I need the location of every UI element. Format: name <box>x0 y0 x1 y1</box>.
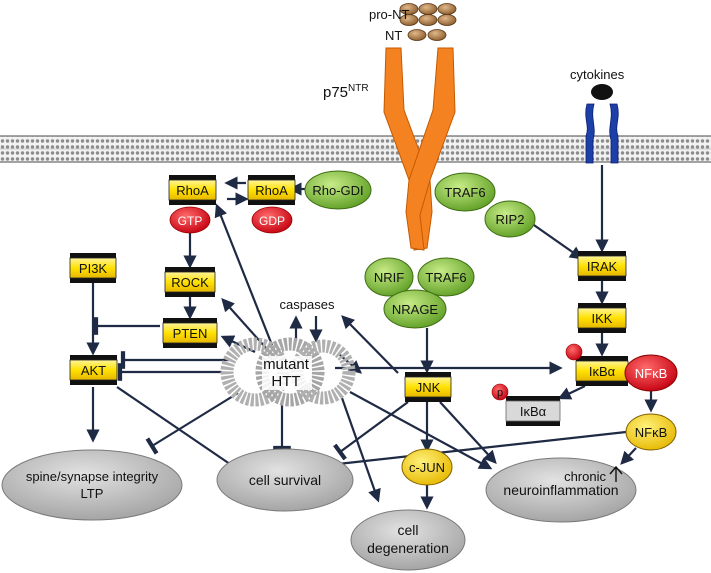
pro-nt-label: pro-NT <box>369 7 410 22</box>
nrif-node: NRIF <box>364 257 414 297</box>
nfkb-yellow-label: NFκB <box>635 425 668 440</box>
ikk-label: IKK <box>592 311 613 326</box>
cell-survival-label: cell survival <box>249 472 321 488</box>
akt-label: AKT <box>81 363 106 378</box>
rip2-label: RIP2 <box>496 212 525 227</box>
mutant-htt-label-line1: mutant <box>263 356 310 373</box>
nt-ligand <box>407 29 447 41</box>
degeneration-label-line2: degeneration <box>367 540 449 556</box>
gtp-label: GTP <box>178 214 203 228</box>
chronic-label: chronic <box>564 469 606 484</box>
htt-to-rhoa-arrow <box>214 203 274 346</box>
gtp-node: GTP <box>169 206 211 234</box>
cell-membrane <box>0 135 711 163</box>
traf6-top-label: TRAF6 <box>444 185 485 200</box>
cjun-node: c-JUN <box>401 448 453 486</box>
jnk-to-caspases-arrow <box>341 315 399 374</box>
rhoa-gdp-node: RhoA <box>247 175 296 205</box>
outcome-spine-synapse: spine/synapse integrity LTP <box>1 449 183 521</box>
rhoa-gdp-label: RhoA <box>255 183 288 198</box>
rock-label: ROCK <box>171 275 209 290</box>
ikba-phosphorylation-arrow <box>557 385 586 400</box>
ikba-node: IκBα <box>565 343 629 386</box>
ikk-node: IKK <box>577 303 627 333</box>
outcome-cell-survival: cell survival <box>216 448 354 512</box>
jnk-inhibits-survival <box>333 401 409 461</box>
jnk-to-neuroinflammation-arrow <box>439 401 497 464</box>
outcome-neuroinflammation: neuroinflammation <box>485 457 637 523</box>
nrif-label: NRIF <box>374 270 404 285</box>
pten-node: PTEN <box>162 318 218 348</box>
akt-node: AKT <box>69 355 118 385</box>
nfkb-cytoplasmic-node: NFκB <box>624 354 678 392</box>
nfkb-to-chronic-arrow <box>620 447 637 465</box>
mutant-htt-label-line2: HTT <box>271 373 300 390</box>
htt-to-neuroinflammation-arrow <box>349 391 493 470</box>
ikba-phospho-dot <box>565 343 583 361</box>
rho-gdi-node: Rho-GDI <box>304 170 372 210</box>
chronic-indicator: chronic <box>564 465 623 484</box>
pi3k-node: PI3K <box>69 253 117 283</box>
phospho-label: p <box>497 387 503 399</box>
mutant-htt-aggregate: mutant HTT <box>220 337 356 407</box>
rip2-to-irak-arrow <box>530 222 584 260</box>
caspases-label: caspases <box>280 297 335 312</box>
nt-label: NT <box>385 28 402 43</box>
rhoa-gtp-label: RhoA <box>176 183 209 198</box>
htt-inhibits-spine <box>145 392 239 455</box>
ikba-phosphorylated-node: IκBα p <box>491 383 561 426</box>
p75ntr-receptor <box>383 47 456 251</box>
phospho-marker <box>491 383 509 401</box>
traf6-bottom-node: TRAF6 <box>417 257 475 297</box>
irak-node: IRAK <box>577 251 627 281</box>
chronic-up-icon <box>609 465 623 482</box>
degeneration-label-line1: cell <box>397 522 418 538</box>
ikba-p-label: IκBα <box>520 404 547 419</box>
gdp-node: GDP <box>251 206 293 234</box>
rip2-node: RIP2 <box>484 200 536 238</box>
neuroinflammation-label: neuroinflammation <box>503 482 618 498</box>
p75ntr-label: p75NTR <box>323 83 369 101</box>
cytokines-label: cytokines <box>570 67 625 82</box>
spine-label-line2: LTP <box>81 486 104 501</box>
jnk-node: JNK <box>404 372 452 402</box>
htt-to-degeneration-arrow <box>340 397 381 503</box>
irak-label: IRAK <box>587 259 618 274</box>
cjun-label: c-JUN <box>409 460 445 475</box>
akt-to-survival-arrow <box>116 386 249 477</box>
outcome-cell-degeneration: cell degeneration <box>350 509 466 571</box>
rock-node: ROCK <box>164 267 216 297</box>
nrage-label: NRAGE <box>392 302 439 317</box>
traf6-top-node: TRAF6 <box>434 172 496 212</box>
rho-gdi-label: Rho-GDI <box>312 183 363 198</box>
cytokine-receptor <box>585 84 619 164</box>
nfkb-inhibits-survival <box>316 430 627 475</box>
nfkb-red-label: NFκB <box>635 366 668 381</box>
htt-to-pten-arrow <box>220 335 256 353</box>
pro-nt-ligand <box>399 3 457 26</box>
pi3k-label: PI3K <box>79 261 108 276</box>
nrage-node: NRAGE <box>383 289 447 329</box>
pten-label: PTEN <box>173 326 208 341</box>
rhoa-gtp-node: RhoA <box>168 175 217 205</box>
jnk-label: JNK <box>416 380 441 395</box>
nfkb-nuclear-node: NFκB <box>625 413 677 451</box>
spine-label-line1: spine/synapse integrity <box>26 469 159 484</box>
gdp-label: GDP <box>259 214 285 228</box>
traf6-bottom-label: TRAF6 <box>425 270 466 285</box>
ikba-label: IκBα <box>589 364 616 379</box>
